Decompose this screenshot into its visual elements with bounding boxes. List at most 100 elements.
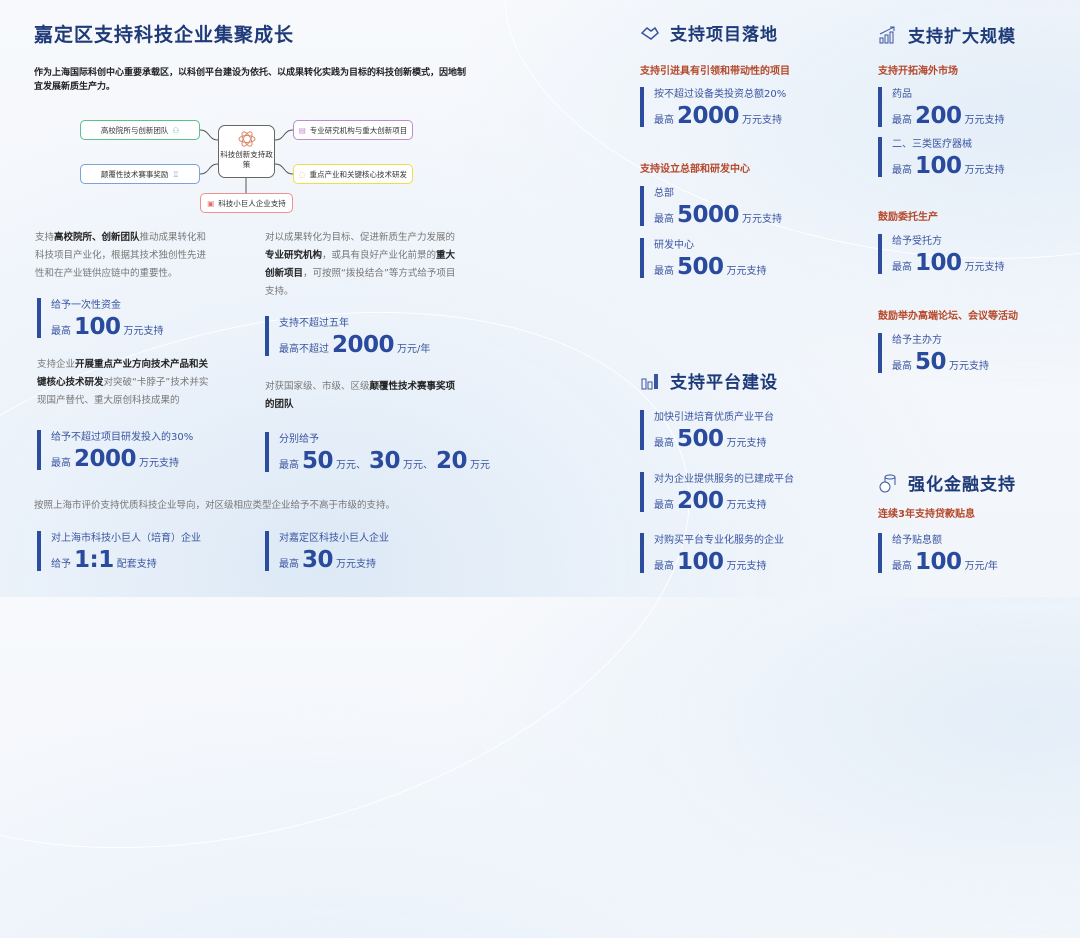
section-title-scale: 支持扩大规模 — [878, 22, 1016, 47]
stat-label: 对购买平台专业化服务的企业 — [654, 535, 784, 546]
stat-prefix: 最高 — [279, 559, 299, 570]
accent-bar — [640, 238, 644, 278]
accent-bar — [640, 533, 644, 573]
stat-prefix: 最高 — [892, 361, 912, 372]
node-label: 专业研究机构与重大创新项目 — [309, 125, 408, 135]
stat-label: 给予一次性资金 — [51, 300, 121, 311]
stat-unit: 万元支持 — [742, 214, 783, 225]
paragraph-competition: 对获国家级、市级、区级颠覆性技术赛事奖项的团队 — [265, 381, 456, 410]
stat-unit: 万元支持 — [742, 115, 783, 126]
document-icon: ▣ — [207, 198, 215, 208]
stat-label: 分别给予 — [279, 434, 319, 445]
stat-label: 对嘉定区科技小巨人企业 — [279, 533, 389, 544]
accent-bar — [265, 531, 269, 571]
trophy-icon: ♖ — [172, 169, 180, 179]
atom-icon — [238, 131, 256, 147]
stat-value: 200 — [677, 488, 724, 514]
stat-value: 100 — [915, 549, 962, 575]
subhead: 鼓励举办高端论坛、会议等活动 — [878, 311, 1018, 322]
bar-chart-icon — [641, 373, 658, 389]
stat-unit: 万元/年 — [397, 344, 431, 355]
stat-unit: 万元支持 — [964, 115, 1005, 126]
stat-value: 100 — [915, 153, 962, 179]
stat-prefix: 最高 — [654, 214, 674, 225]
stat-unit: 配套支持 — [116, 559, 157, 570]
stat-prefix: 最高 — [51, 458, 71, 469]
stat-value: 1:1 — [74, 547, 114, 573]
page-title: 嘉定区支持科技企业集聚成长 — [34, 24, 295, 46]
stat-value: 200 — [915, 103, 962, 129]
accent-bar — [878, 234, 882, 274]
stat-unit: 万元支持 — [726, 561, 767, 572]
node-label: 重点产业和关键核心技术研发 — [309, 169, 408, 179]
stat-label: 研发中心 — [654, 240, 694, 251]
subhead: 支持开拓海外市场 — [878, 66, 958, 77]
mindmap-connectors — [199, 129, 294, 193]
stat-prefix: 最高 — [654, 561, 674, 572]
stat-unit: 万元/年 — [964, 561, 998, 572]
mindmap-node: 高校院所与创新团队⚇ — [80, 120, 200, 140]
accent-bar — [878, 333, 882, 373]
mindmap-node: ▣科技小巨人企业支持 — [200, 193, 293, 213]
stat-value: 30 — [369, 448, 401, 474]
accent-bar — [265, 432, 269, 472]
accent-bar — [640, 87, 644, 127]
stat-value: 30 — [302, 547, 334, 573]
stat-value: 50 — [302, 448, 334, 474]
mindmap-center: 科技创新支持政策 — [218, 125, 275, 178]
stat-label: 对为企业提供服务的已建成平台 — [654, 474, 794, 485]
accent-bar — [265, 316, 269, 356]
stat-prefix: 最高 — [654, 438, 674, 449]
stat-label: 给予主办方 — [892, 335, 942, 346]
growth-chart-icon — [879, 26, 895, 43]
accent-bar — [878, 533, 882, 573]
stat-prefix: 最高不超过 — [279, 344, 329, 355]
team-icon: ⚇ — [172, 125, 180, 135]
stat-prefix: 最高 — [51, 326, 71, 337]
stat-unit: 万元支持 — [964, 165, 1005, 176]
accent-bar — [640, 410, 644, 450]
subhead: 鼓励委托生产 — [878, 212, 938, 223]
stat-unit: 万元、 — [336, 460, 367, 471]
node-label: 高校院所与创新团队 — [100, 125, 169, 135]
stat-value: 20 — [436, 448, 468, 474]
stat-label: 药品 — [892, 89, 912, 100]
mindmap-node: 颠覆性技术赛事奖励♖ — [80, 164, 200, 184]
intro-text: 作为上海国际科创中心重要承载区，以科创平台建设为依托、以成果转化实践为目标的科技… — [34, 68, 467, 92]
accent-bar — [37, 531, 41, 571]
stat-value: 100 — [915, 250, 962, 276]
stat-unit: 万元 — [470, 460, 491, 471]
accent-bar — [640, 472, 644, 512]
mindmap-node: ◌重点产业和关键核心技术研发 — [293, 164, 413, 184]
accent-bar — [878, 137, 882, 177]
gear-icon: ◌ — [298, 169, 306, 179]
stat-unit: 万元支持 — [336, 559, 377, 570]
stat-prefix: 最高 — [892, 115, 912, 126]
stat-unit: 万元、 — [403, 460, 434, 471]
stat-value: 500 — [677, 254, 724, 280]
stat-prefix: 给予 — [51, 559, 71, 570]
stat-value: 2000 — [677, 103, 740, 129]
accent-bar — [37, 298, 41, 338]
